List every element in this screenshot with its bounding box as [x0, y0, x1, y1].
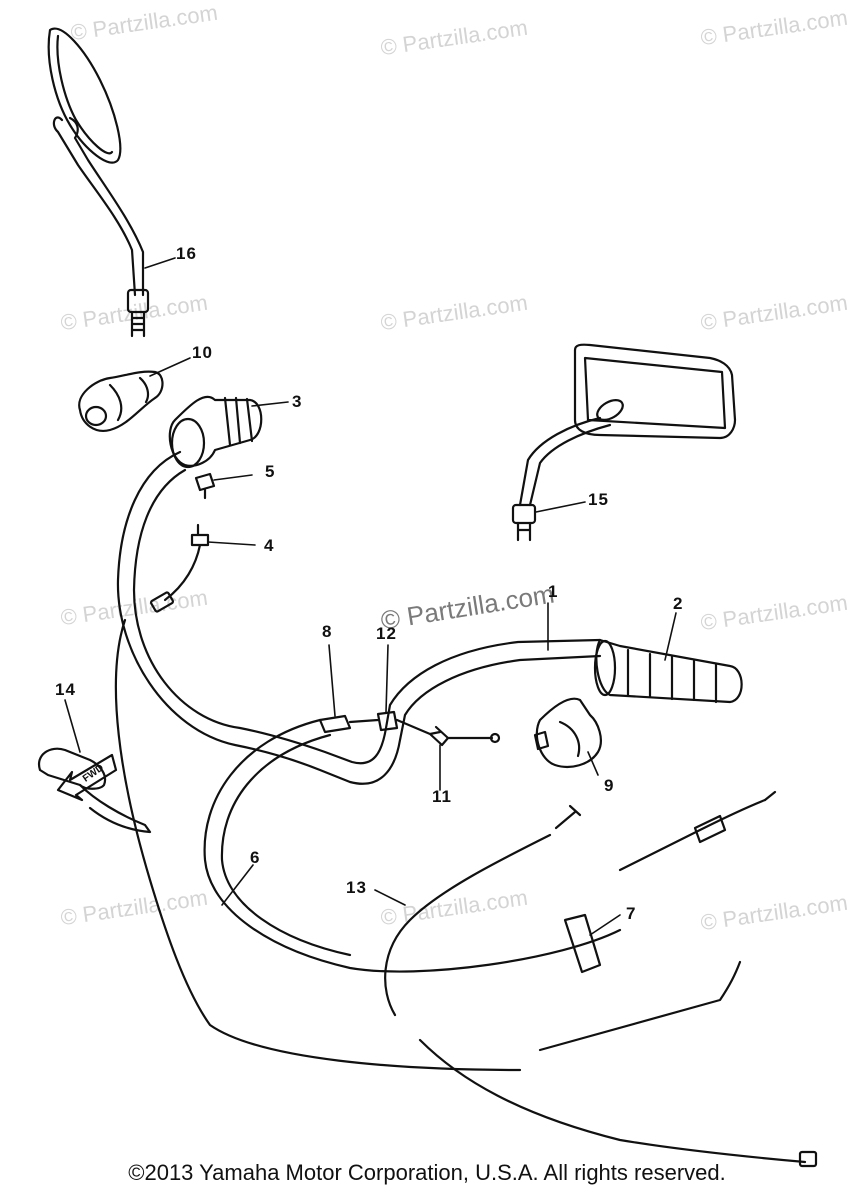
cable-left-long [116, 620, 520, 1070]
leader-14 [65, 700, 80, 752]
callout-9: 9 [604, 776, 615, 795]
leader-3 [252, 402, 288, 406]
leader-7 [590, 915, 620, 935]
callout-5: 5 [265, 462, 276, 481]
callout-11: 11 [432, 787, 452, 806]
cable-clamp [565, 915, 600, 972]
cable-upper-right [620, 800, 765, 870]
leader-2 [665, 613, 676, 660]
cable-lower [540, 962, 740, 1050]
cable-end-lower [800, 1152, 816, 1166]
leader-5 [214, 475, 252, 480]
callout-15: 15 [588, 490, 609, 509]
cable-throttle [205, 720, 620, 972]
callout-3: 3 [292, 392, 303, 411]
throttle-cable-hardware [320, 712, 499, 745]
leader-15 [536, 502, 585, 512]
mirror-left [49, 29, 148, 336]
callout-16: 16 [176, 244, 197, 263]
leader-9 [588, 752, 598, 775]
cable-adjuster-sleeve [150, 592, 173, 612]
copyright-notice: ©2013 Yamaha Motor Corporation, U.S.A. A… [128, 1160, 726, 1185]
grip-right [595, 640, 742, 702]
switch-housing-right [535, 699, 601, 767]
callout-8: 8 [322, 622, 333, 641]
callout-2: 2 [673, 594, 684, 613]
leader-8 [329, 645, 335, 716]
cable-adjuster [165, 525, 208, 600]
leader-13 [375, 890, 405, 905]
cable-bracket [39, 749, 150, 832]
mirror-right [513, 345, 735, 540]
callout-14: 14 [55, 680, 76, 699]
leader-6 [222, 865, 253, 905]
leader-4 [208, 542, 255, 545]
leader-16 [145, 258, 175, 268]
callout-13: 13 [346, 878, 367, 897]
handlebar [118, 452, 600, 784]
callout-10: 10 [192, 343, 213, 362]
switch-housing-left [79, 372, 162, 431]
callout-6: 6 [250, 848, 261, 867]
grip-left [170, 397, 261, 467]
callout-12: 12 [376, 624, 397, 643]
callout-7: 7 [626, 904, 637, 923]
cable-13 [385, 835, 550, 1015]
leader-12 [386, 645, 388, 712]
cable-end-fitting [196, 474, 214, 498]
callout-4: 4 [264, 536, 275, 555]
callout-1: 1 [548, 582, 559, 601]
fwd-arrow [58, 755, 116, 800]
leader-10 [150, 358, 190, 376]
